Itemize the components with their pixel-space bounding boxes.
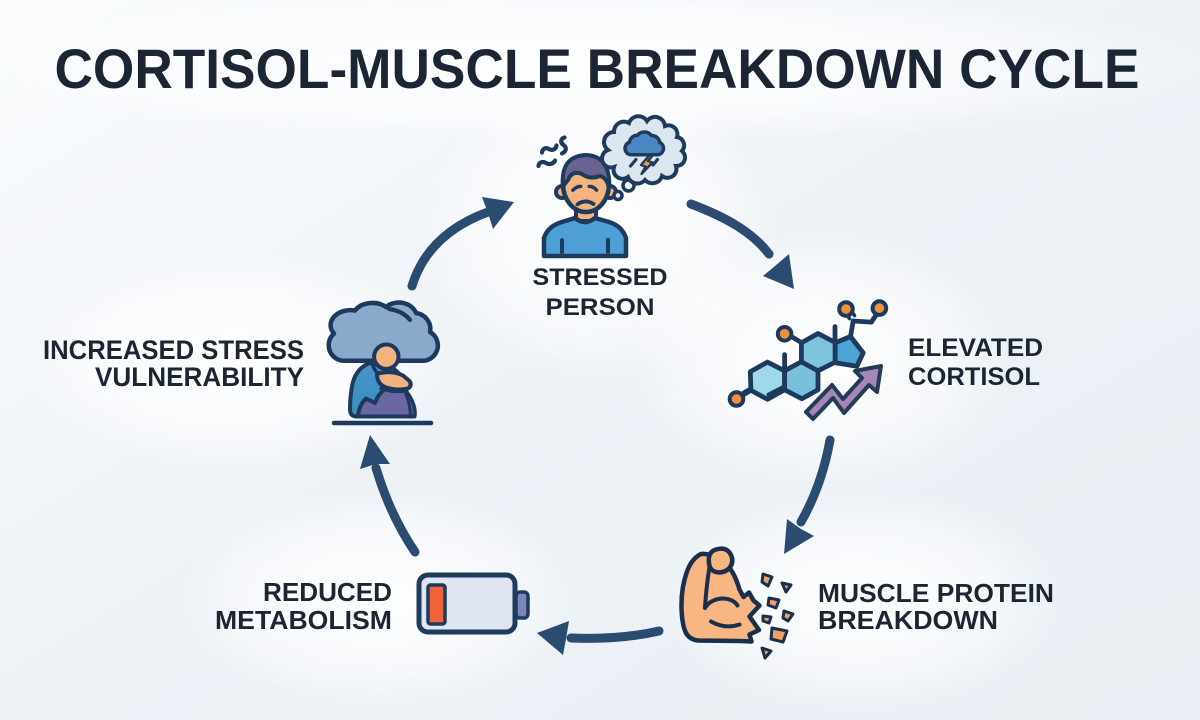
svg-text:STRESSED: STRESSED <box>533 264 668 291</box>
svg-text:CORTISOL: CORTISOL <box>908 363 1040 391</box>
svg-text:PERSON: PERSON <box>546 294 655 321</box>
svg-text:ELEVATED: ELEVATED <box>908 334 1043 362</box>
svg-text:INCREASED STRESS: INCREASED STRESS <box>43 335 304 365</box>
svg-text:BREAKDOWN: BREAKDOWN <box>818 605 998 635</box>
svg-text:VULNERABILITY: VULNERABILITY <box>95 362 304 392</box>
svg-text:CORTISOL-MUSCLE BREAKDOWN CYCL: CORTISOL-MUSCLE BREAKDOWN CYCLE <box>55 37 1140 100</box>
svg-text:METABOLISM: METABOLISM <box>215 605 392 635</box>
svg-text:MUSCLE PROTEIN: MUSCLE PROTEIN <box>818 578 1054 608</box>
svg-text:REDUCED: REDUCED <box>263 577 392 607</box>
